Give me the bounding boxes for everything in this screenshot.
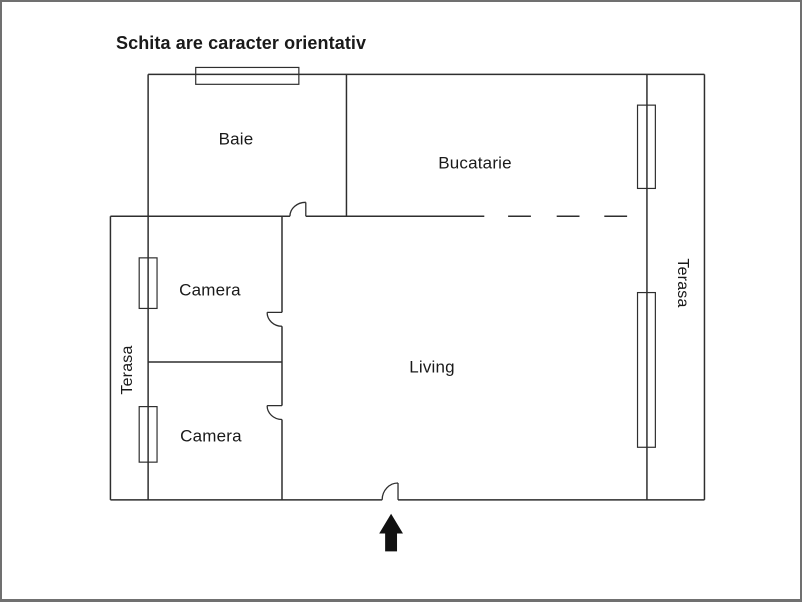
window-baie: [195, 66, 300, 85]
room-label-bucatarie: Bucatarie: [438, 153, 512, 173]
room-label-camera-2: Camera: [180, 426, 242, 446]
plan-disclaimer-title: Schita are caracter orientativ: [116, 33, 367, 53]
room-label-baie: Baie: [218, 129, 254, 149]
window-terasa-right-lower: [636, 291, 656, 448]
room-label-camera-1: Camera: [179, 280, 241, 300]
room-label-living: Living: [409, 357, 455, 377]
up-arrow-icon: [379, 513, 403, 552]
door-arc-camera-2: [266, 404, 283, 421]
door-arc-camera-1: [266, 311, 283, 327]
room-label-terasa-left: Terasa: [119, 345, 136, 395]
window-terasa-right-upper: [636, 104, 656, 190]
door-arc-entrance: [381, 482, 399, 500]
room-label-terasa-right: Terasa: [674, 258, 691, 308]
window-camera-1: [138, 257, 158, 310]
door-arc-baie: [289, 201, 307, 217]
window-camera-2: [138, 406, 158, 463]
